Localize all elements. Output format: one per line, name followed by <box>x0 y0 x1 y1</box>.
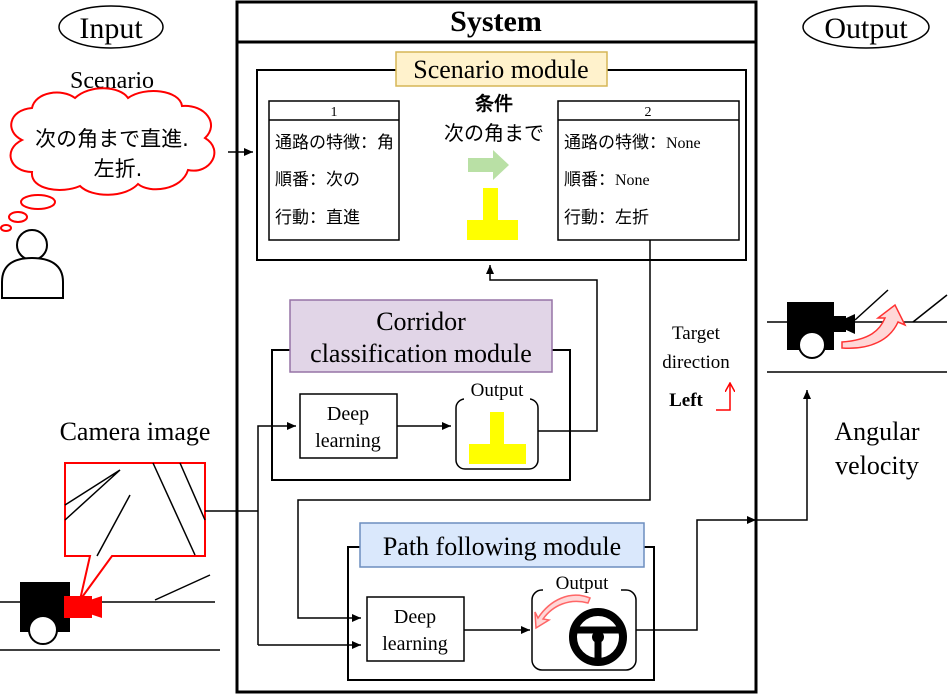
system-to-output-arrow <box>756 390 811 521</box>
corridor-title-line-2: classification module <box>310 339 532 368</box>
card-2-row-1: 通路の特徴：None <box>564 133 701 153</box>
condition-text: 次の角まで <box>444 121 544 145</box>
corridor-deep-learning-line-1: Deep <box>327 403 369 425</box>
scenario-module-title: Scenario module <box>413 55 588 84</box>
corridor-title-line-1: Corridor <box>376 307 466 336</box>
target-direction-value: Left <box>669 390 703 411</box>
path-output-label: Output <box>556 573 610 594</box>
turn-arrow-icon <box>841 303 907 349</box>
card-1-row-2: 順番：次の <box>275 170 360 190</box>
input-label: Input <box>79 12 143 45</box>
corridor-module: Corridor classification module Deep lear… <box>271 299 571 481</box>
output-label: Output <box>824 12 908 45</box>
scenario-bubble-line-1: 次の角まで直進. <box>35 127 189 151</box>
path-deep-learning-line-2: learning <box>382 633 448 655</box>
target-direction-line-2: direction <box>662 352 730 373</box>
corridor-output-label: Output <box>471 380 525 401</box>
corridor-t-junction-icon <box>469 412 526 464</box>
target-direction: Target direction Left <box>662 323 730 411</box>
system-box <box>235 0 758 694</box>
card-2-number: 2 <box>645 105 652 120</box>
path-to-output-arrow <box>636 516 756 631</box>
thought-bubble: 次の角まで直進. 左折. <box>0 87 216 232</box>
scenario-card-1: 1 通路の特徴：角 順番：次の 行動：直進 <box>268 100 400 241</box>
scenario-card-2: 2 通路の特徴：None 順番：None 行動：左折 <box>557 100 740 241</box>
corridor-deep-learning-line-2: learning <box>315 430 381 452</box>
t-junction-icon <box>467 188 518 240</box>
system-title: System <box>450 5 542 38</box>
corridor-to-scenario-arrow <box>486 265 598 432</box>
camera-view <box>64 462 206 601</box>
green-arrow-icon <box>468 150 509 180</box>
card-2-row-3: 行動：左折 <box>564 208 649 228</box>
steering-wheel-icon <box>569 608 627 666</box>
angular-velocity-line-1: Angular <box>834 417 920 446</box>
person-icon <box>0 229 64 299</box>
camera-label: Camera image <box>60 417 211 446</box>
card-1-row-1: 通路の特徴：角 <box>275 133 394 153</box>
card-1-row-3: 行動：直進 <box>275 208 360 228</box>
left-turn-arrow-icon <box>716 384 730 411</box>
card-1-number: 1 <box>331 105 338 120</box>
card-2-row-2: 順番：None <box>564 170 650 190</box>
path-deep-learning-line-1: Deep <box>394 606 436 628</box>
path-module-title: Path following module <box>383 532 621 561</box>
path-following-module: Path following module Deep learning Outp… <box>347 522 655 681</box>
target-direction-line-1: Target <box>672 323 721 344</box>
scenario-condition: 条件 次の角まで <box>444 92 544 240</box>
angular-velocity-line-2: velocity <box>835 451 919 480</box>
camera-to-corridor-arrow <box>257 422 296 645</box>
steering-direction-arrow-icon <box>534 594 591 630</box>
input-header: Input <box>58 5 164 49</box>
scenario-module: Scenario module 1 通路の特徴：角 順番：次の 行動：直進 条件… <box>256 51 747 261</box>
robot-turning-icon <box>767 289 948 373</box>
scenario-bubble-line-2: 左折. <box>94 157 143 181</box>
condition-title: 条件 <box>475 92 513 115</box>
robot-with-camera-icon <box>0 574 220 651</box>
scenario-to-path-module-line <box>297 240 651 622</box>
output-header: Output <box>802 5 930 49</box>
